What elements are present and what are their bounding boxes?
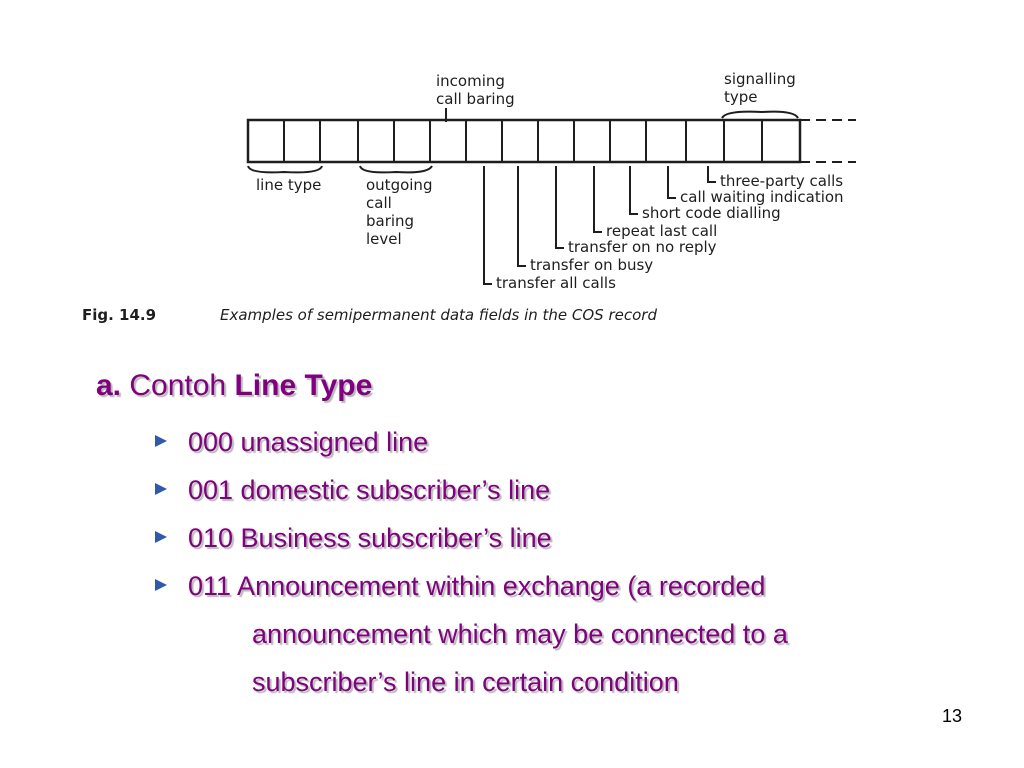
field-transfer-no-reply: transfer on no reply [568, 238, 717, 256]
record-cells [246, 118, 856, 164]
label-type: type [724, 88, 758, 106]
label-outgoing-baring: baring [366, 212, 414, 230]
bullet-item: 011 Announcement within exchange (a reco… [154, 562, 974, 706]
bullet-text: 000 unassigned line [188, 427, 429, 457]
section-heading: a. Contoh Line Type [96, 366, 976, 406]
label-call-baring: call baring [436, 90, 515, 108]
bullet-continuation: subscriber’s line in certain condition [252, 667, 679, 697]
signalling-brace [721, 110, 799, 119]
field-repeat-last-call: repeat last call [606, 222, 717, 240]
field-transfer-all-calls: transfer all calls [496, 274, 616, 292]
cos-record-diagram: incoming call baring signalling type [82, 70, 856, 324]
field-leaders [483, 166, 716, 285]
slide-content: a. Contoh Line Type 000 unassigned line … [96, 366, 976, 697]
heading-prefix: a. [96, 369, 122, 402]
field-call-waiting: call waiting indication [680, 188, 844, 206]
triangle-bullet-icon [155, 483, 167, 495]
outgoing-brace [359, 165, 433, 174]
triangle-bullet-icon [155, 435, 167, 447]
bullet-item: 001 domestic subscriber’s line [154, 466, 974, 514]
figure-number: Fig. 14.9 [82, 306, 156, 324]
heading-emphasis: Line Type [234, 369, 373, 402]
page-number: 13 [941, 706, 962, 726]
bullet-text: 011 Announcement within exchange (a reco… [188, 571, 766, 601]
cos-record-figure: incoming call baring signalling type [70, 64, 950, 336]
heading-word: Contoh [129, 369, 227, 402]
bullet-item: 000 unassigned line [154, 418, 974, 466]
label-line-type: line type [256, 176, 321, 194]
label-outgoing-call: call [366, 194, 392, 212]
triangle-bullet-icon [155, 531, 167, 543]
label-outgoing-level: level [366, 230, 402, 248]
field-transfer-busy: transfer on busy [530, 256, 653, 274]
triangle-bullet-icon [155, 579, 167, 591]
bullet-continuation: announcement which may be connected to a [252, 619, 788, 649]
figure-caption: Examples of semipermanent data fields in… [220, 306, 657, 324]
field-short-code-dialling: short code dialling [642, 204, 781, 222]
bullet-text: 010 Business subscriber’s line [188, 523, 552, 553]
field-three-party-calls: three-party calls [720, 172, 843, 190]
label-incoming: incoming [436, 72, 505, 90]
label-signalling: signalling [724, 70, 796, 88]
label-outgoing: outgoing [366, 176, 432, 194]
bullet-list: 000 unassigned line 001 domestic subscri… [154, 418, 974, 706]
bullet-item: 010 Business subscriber’s line [154, 514, 974, 562]
bullet-text: 001 domestic subscriber’s line [188, 475, 551, 505]
line-type-brace [247, 165, 323, 174]
